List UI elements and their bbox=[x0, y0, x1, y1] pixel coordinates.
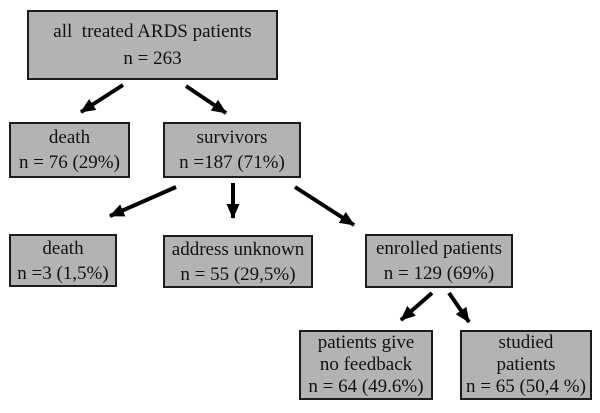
node-label: address unknown bbox=[171, 238, 305, 260]
node-death-second: death n =3 (1,5%) bbox=[9, 234, 117, 287]
node-count: n =3 (1,5%) bbox=[17, 262, 109, 284]
node-studied-patients: studied patients n = 65 (50,4 %) bbox=[460, 330, 592, 400]
arrow-survivors-to-death2 bbox=[109, 185, 177, 218]
node-death-first: death n = 76 (29%) bbox=[9, 122, 130, 178]
node-label: patients bbox=[496, 354, 556, 375]
node-label: death bbox=[42, 237, 84, 259]
arrow-all-to-survivors bbox=[184, 84, 228, 115]
node-label: all treated ARDS patients bbox=[53, 21, 252, 42]
arrow-enrolled-to-feedback bbox=[399, 291, 434, 322]
arrow-all-to-death1 bbox=[79, 83, 125, 114]
node-count: n = 263 bbox=[123, 48, 182, 69]
node-label: survivors bbox=[196, 127, 268, 148]
arrow-survivors-to-enrolled bbox=[293, 185, 356, 227]
node-label: no feedback bbox=[319, 354, 413, 375]
node-label: patients give bbox=[317, 332, 415, 353]
node-label: enrolled patients bbox=[375, 238, 503, 259]
node-label: death bbox=[48, 127, 91, 148]
node-all-treated-ards-patients: all treated ARDS patients n = 263 bbox=[27, 10, 278, 80]
node-address-unknown: address unknown n = 55 (29,5%) bbox=[163, 235, 313, 288]
node-patients-no-feedback: patients give no feedback n = 64 (49.6%) bbox=[299, 330, 433, 400]
node-label: studied bbox=[498, 332, 554, 353]
node-count: n = 55 (29,5%) bbox=[180, 263, 296, 285]
node-count: n =187 (71%) bbox=[179, 152, 285, 173]
node-count: n = 64 (49.6%) bbox=[308, 376, 424, 397]
node-count: n = 65 (50,4 %) bbox=[466, 376, 586, 397]
node-enrolled-patients: enrolled patients n = 129 (69%) bbox=[365, 234, 513, 288]
node-count: n = 76 (29%) bbox=[19, 152, 120, 173]
arrow-enrolled-to-studied bbox=[447, 291, 471, 324]
node-survivors: survivors n =187 (71%) bbox=[163, 122, 301, 178]
node-count: n = 129 (69%) bbox=[383, 263, 495, 284]
